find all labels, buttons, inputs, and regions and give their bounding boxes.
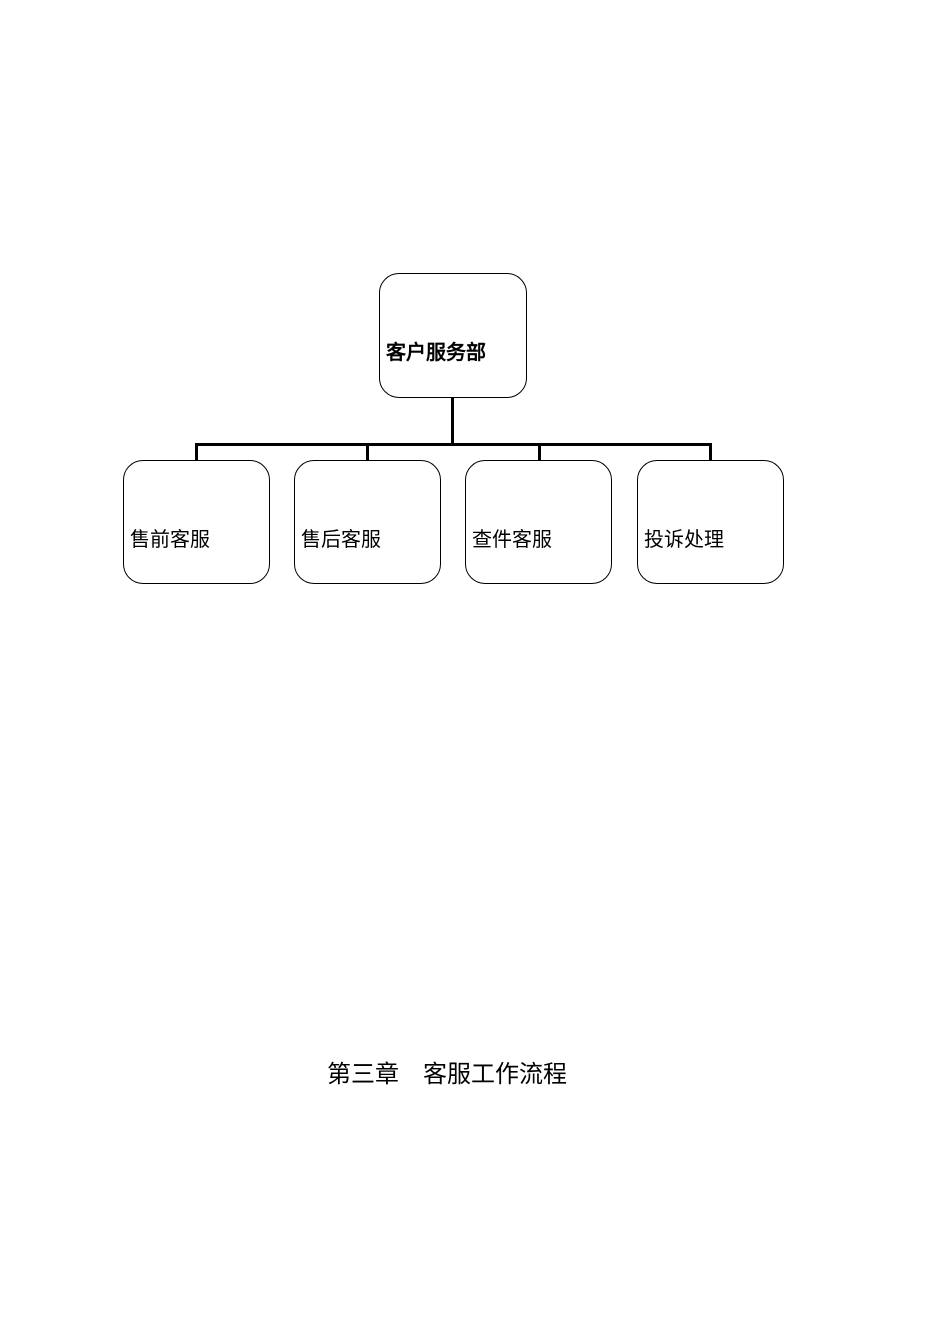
connector-child-4 xyxy=(709,443,712,461)
connector-child-3 xyxy=(538,443,541,461)
org-node-label: 售前客服 xyxy=(130,527,210,551)
connector-child-2 xyxy=(366,443,369,461)
org-node-label: 投诉处理 xyxy=(644,527,724,551)
connector-child-1 xyxy=(195,443,198,461)
connector-root-vertical xyxy=(451,397,454,445)
org-node-complaints: 投诉处理 xyxy=(637,460,784,584)
org-node-aftersales: 售后客服 xyxy=(294,460,441,584)
org-node-label: 客户服务部 xyxy=(386,340,486,364)
org-node-tracking: 查件客服 xyxy=(465,460,612,584)
org-node-label: 售后客服 xyxy=(301,527,381,551)
chapter-heading: 第三章 客服工作流程 xyxy=(327,1060,567,1088)
connector-horizontal xyxy=(195,443,712,446)
org-node-label: 查件客服 xyxy=(472,527,552,551)
org-node-root: 客户服务部 xyxy=(379,273,527,398)
org-node-presales: 售前客服 xyxy=(123,460,270,584)
